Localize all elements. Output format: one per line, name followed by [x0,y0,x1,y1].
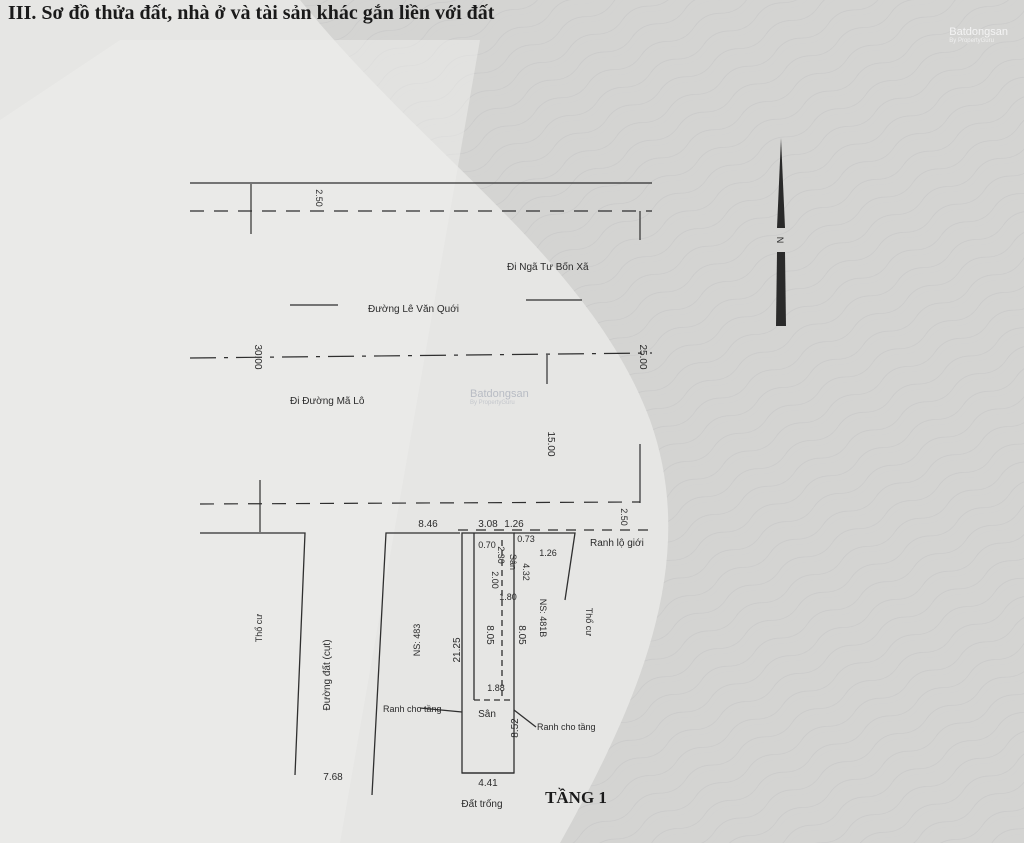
dim-house-depth-left: 8.05 [484,625,495,645]
road-label-ranh-lo-gioi: Ranh lộ giới [590,538,644,549]
ranh-pointer-left [419,707,463,713]
dead-end-road-edge-right [371,532,460,796]
road-label-dead-end: Đường đất (cụt) [321,639,333,710]
label-residential-right: Thổ cư [584,608,594,637]
label-floor-title: TẦNG 1 [545,788,607,807]
north-arrow-icon: N [775,138,786,326]
dim-right-front: 1.26 [504,519,524,530]
watermark-tagline-center: By PropertyGuru [470,400,515,406]
dim-depth-to-boundary: 15.00 [545,431,556,456]
dim-corner-left: 0.70 [478,540,496,550]
dim-boundary-setback: 2.50 [619,508,629,526]
section-heading: III. Sơ đồ thửa đất, nhà ở và tài sản kh… [8,2,495,24]
road-lines [189,182,656,532]
ns481b-edge [514,532,576,601]
label-floor-boundary-right: Ranh cho tầng [537,722,596,732]
dim-side-small: 1.26 [539,548,557,558]
parcels [200,532,576,796]
watermark-top: Batdongsan By PropertyGuru [949,26,1008,44]
label-yard-small: Sân [508,554,518,570]
dim-top-setback: 2.50 [314,189,324,207]
watermark-tagline: By PropertyGuru [949,38,994,44]
road-labels: Đường Lê Văn Quới Đi Ngã Tư Bốn Xã Đi Đư… [290,261,644,711]
dim-road-width-left: 30.00 [252,344,263,369]
parcel-labels: Thổ cư Thổ cư NS: 483 NS: 481B Sân Ranh … [254,599,607,810]
arrows [290,299,582,306]
label-ns-481b: NS: 481B [538,599,548,638]
road-centerline [189,352,653,359]
dim-road-width-right: 25.00 [637,344,648,369]
dim-house-depth-right: 8.05 [516,625,527,645]
road-label-le-van-quoi: Đường Lê Văn Quới [368,304,459,315]
dim-corner-right: 0.73 [517,534,535,544]
label-yard-main: Sân [478,709,496,720]
label-floor-boundary-left: Ranh cho tầng [383,704,442,714]
dimension-labels: 2.50 30.00 25.00 15.00 2.50 8.46 3.08 1.… [252,189,648,789]
dim-lot-depth: 21.25 [452,637,463,662]
dim-lot-rear: 4.41 [478,778,498,789]
dim-inner-b: 2.00 [490,571,500,589]
dim-lot-front: 3.08 [478,519,498,530]
ranh-pointer-right [513,709,537,728]
dim-house-rear-width: 1.88 [487,683,505,693]
dim-inner-a: 2.30 [496,546,506,564]
lot-outline [461,532,515,774]
road-label-nga-tu-bon-xa: Đi Ngã Tư Bốn Xã [507,261,589,273]
dim-left-neighbor-width: 8.46 [418,519,438,530]
watermark-brand: Batdongsan [949,26,1008,38]
road-label-duong-ma-lo: Đi Đường Mã Lô [290,396,365,407]
residential-left-block [200,532,306,776]
watermark-center: Batdongsan By PropertyGuru [470,388,529,406]
dim-dead-end-width: 7.68 [323,772,343,783]
dim-inner-c: 1.80 [499,592,517,602]
label-ns-483: NS: 483 [412,624,422,657]
svg-text:N: N [775,237,785,244]
label-vacant-land: Đất trống [461,798,502,810]
dim-yard-depth: 8.52 [510,718,521,738]
dim-right-side-short: 4.32 [521,563,531,581]
setback-line-bottom [199,501,641,505]
label-residential-left: Thổ cư [254,614,264,643]
watermark-brand-center: Batdongsan [470,388,529,400]
